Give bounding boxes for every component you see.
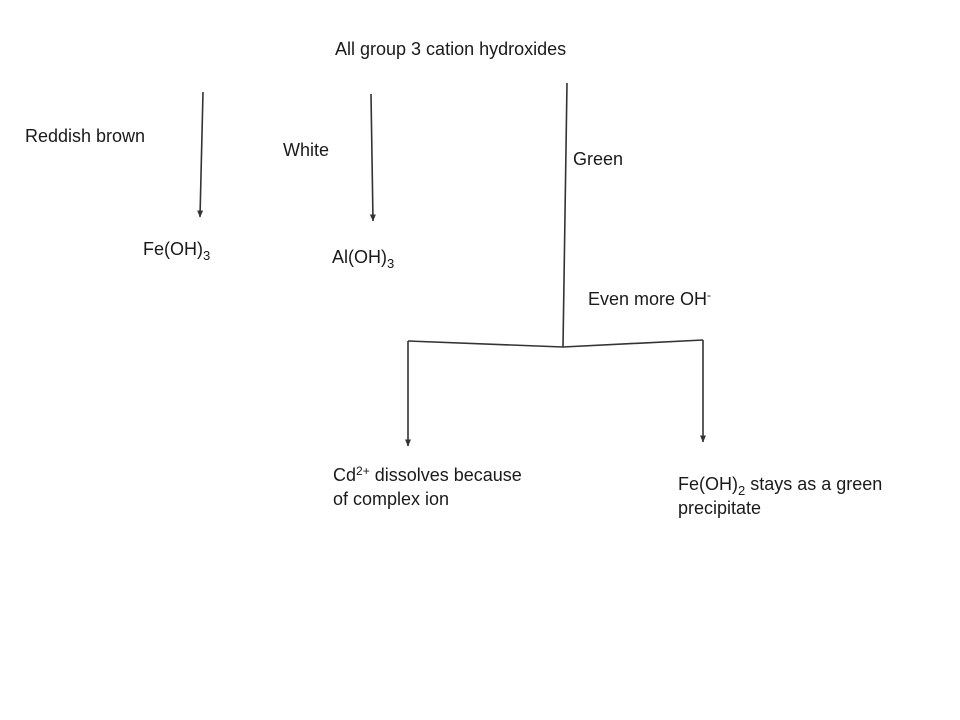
formula-base: Fe(OH): [678, 474, 738, 494]
outcome-text: stays as a green: [745, 474, 883, 494]
condition-label-white: White: [283, 140, 330, 160]
outcome-line-2: of complex ion: [333, 489, 450, 509]
outcome-line-2: precipitate: [678, 498, 762, 518]
line-branch-split-horizontal: [407, 339, 704, 348]
line-green-branch: [562, 82, 568, 348]
formula-base: Al(OH): [332, 247, 387, 267]
formula-subscript: 3: [203, 248, 211, 263]
condition-label-even-more-oh: Even more OH-: [588, 288, 711, 312]
outcome-text: dissolves because: [369, 465, 522, 485]
arrow-reddish-brown-branch: [197, 91, 204, 218]
condition-base: Even more OH: [588, 289, 708, 309]
formula-subscript: 2: [738, 483, 746, 498]
formula-base: Cd: [333, 465, 357, 485]
formula-base: Fe(OH): [143, 239, 203, 259]
charge-superscript: 2+: [356, 464, 370, 478]
outcome-line-1: Fe(OH)2 stays as a green: [678, 473, 883, 498]
outcome-label-iron2-precipitate: Fe(OH)2 stays as a green precipitate: [678, 473, 882, 519]
outcome-label-cadmium-dissolves: Cd2+ dissolves because of complex ion: [333, 464, 522, 510]
condition-label-reddish-brown: Reddish brown: [25, 126, 146, 146]
arrow-white-branch: [369, 93, 376, 222]
diagram-title: All group 3 cation hydroxides: [335, 39, 567, 59]
product-label-aluminum-hydroxide: Al(OH)3: [332, 246, 395, 271]
charge-superscript: -: [707, 288, 712, 302]
formula-subscript: 3: [387, 256, 395, 271]
product-label-iron3-hydroxide: Fe(OH)3: [143, 238, 211, 263]
outcome-line-1: Cd2+ dissolves because: [333, 464, 522, 488]
condition-label-green: Green: [573, 149, 624, 169]
